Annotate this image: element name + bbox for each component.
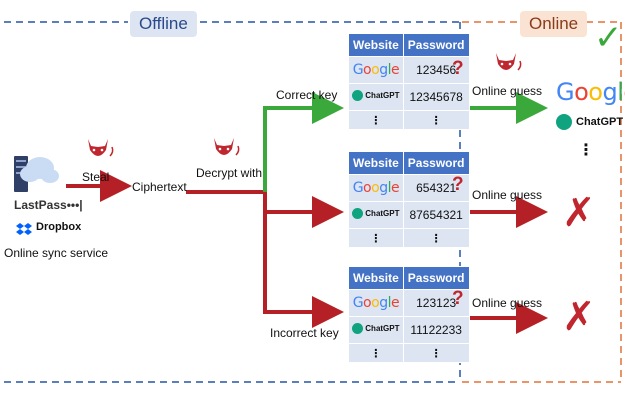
password-cell: 123123 [402, 289, 470, 317]
table-row-more: ⋮⋮ [348, 343, 470, 363]
chatgpt-logo: ChatGPT [556, 114, 623, 135]
table-row: Google 123123 [348, 289, 470, 317]
incorrect-key-arrow-2 [263, 212, 344, 328]
correct-key-arrow [263, 92, 344, 192]
online-zone-label: Online [520, 11, 588, 37]
password-cell: 123456 [402, 56, 470, 84]
table-header-password: Password [402, 33, 470, 57]
online-guess-label: Online guess [472, 84, 543, 98]
credentials-table: Website Password Google 123123 ChatGPT 1… [348, 266, 470, 363]
online-guess-label: Online guess [472, 188, 543, 202]
dropbox-icon [16, 223, 32, 235]
cross-icon: ✗ [562, 191, 596, 235]
online-guess-label: Online guess [472, 296, 543, 310]
table-row-more: ⋮⋮ [348, 110, 470, 130]
table-row: ChatGPT 87654321 [348, 201, 470, 229]
table-row: ChatGPT 12345678 [348, 83, 470, 111]
decrypt-with-label: Decrypt with [196, 166, 263, 180]
table-header-website: Website [348, 266, 404, 290]
google-logo: Google [352, 62, 400, 78]
attacker-devil-icon [88, 139, 114, 157]
google-logo: Google [352, 295, 400, 311]
table-header-password: Password [402, 151, 470, 175]
lastpass-logo: LastPass•••| [14, 198, 83, 212]
chatgpt-logo: ChatGPT [352, 90, 400, 101]
table-row: ChatGPT 11122233 [348, 316, 470, 344]
table-row: Google 654321 [348, 174, 470, 202]
question-mark: ? [452, 174, 464, 195]
checkmark-icon: ✓ [594, 19, 623, 57]
question-mark: ? [452, 288, 464, 309]
attacker-devil-icon [214, 138, 240, 156]
password-cell: 87654321 [402, 201, 470, 229]
table-header-website: Website [348, 151, 404, 175]
offline-zone-label: Offline [130, 11, 197, 37]
credentials-table: Website Password Google 123456 ChatGPT 1… [348, 33, 470, 130]
google-logo: Google [352, 180, 400, 196]
password-cell: 12345678 [402, 83, 470, 111]
credentials-table: Website Password Google 654321 ChatGPT 8… [348, 151, 470, 248]
attacker-devil-icon [496, 53, 522, 71]
table-header-password: Password [402, 266, 470, 290]
chatgpt-logo: ChatGPT [352, 323, 400, 334]
table-row: Google 123456 [348, 56, 470, 84]
chatgpt-logo: ChatGPT [352, 208, 400, 219]
result-more: ⋮ [578, 142, 594, 159]
table-header-website: Website [348, 33, 404, 57]
incorrect-key-arrow-1 [263, 192, 344, 228]
incorrect-key-label: Incorrect key [270, 326, 339, 340]
password-cell: 11122233 [402, 316, 470, 344]
cloud-icon [20, 157, 59, 183]
question-mark: ? [452, 58, 464, 79]
ciphertext-label: Ciphertext [132, 180, 187, 194]
google-logo: Google [556, 78, 625, 106]
correct-key-label: Correct key [276, 88, 338, 102]
dropbox-label: Dropbox [36, 221, 82, 233]
table-row-more: ⋮⋮ [348, 228, 470, 248]
cross-icon: ✗ [562, 295, 596, 339]
steal-label: Steal [82, 170, 110, 184]
source-caption: Online sync service [4, 246, 109, 260]
